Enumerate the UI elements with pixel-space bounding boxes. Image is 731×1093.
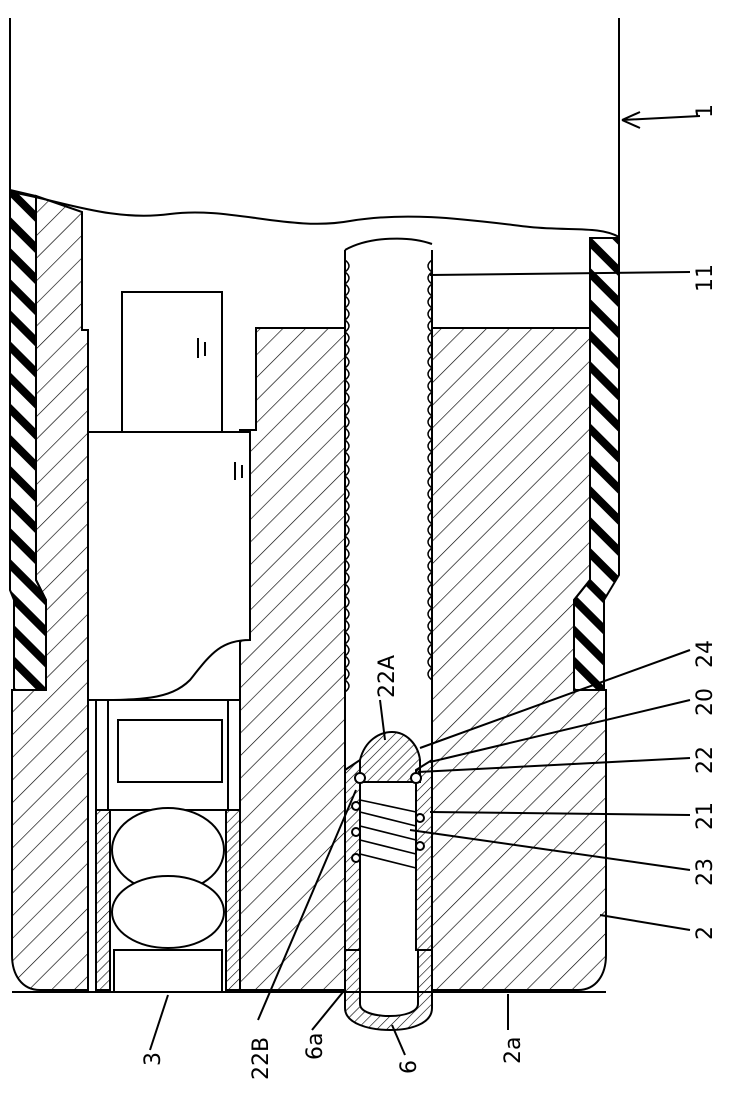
label-1: 1	[693, 104, 718, 118]
label-22: 22	[693, 746, 718, 774]
label-6a: 6a	[303, 1033, 328, 1060]
label-11: 11	[693, 264, 718, 292]
label-24: 24	[693, 640, 718, 668]
leader-11	[430, 272, 690, 275]
leader-2	[600, 915, 690, 930]
label-23: 23	[693, 858, 718, 886]
label-22B: 22B	[249, 1037, 274, 1080]
prism-block	[118, 720, 222, 782]
tube-break-line	[10, 192, 619, 237]
lens-middle	[112, 876, 224, 948]
label-2a: 2a	[501, 1037, 526, 1064]
valve-plug	[360, 732, 420, 782]
fiber-bundle	[122, 292, 222, 432]
label-6: 6	[397, 1060, 422, 1074]
leader-3	[150, 995, 168, 1050]
objective-barrel	[88, 432, 250, 700]
housing-center-block	[240, 328, 345, 990]
seal-ring-left	[355, 773, 365, 783]
spring	[360, 800, 416, 868]
label-2: 2	[693, 926, 718, 940]
lens-cell-left-wall	[96, 810, 110, 990]
label-21: 21	[693, 802, 718, 830]
leader-1	[622, 112, 700, 128]
label-20: 20	[693, 688, 718, 716]
cap	[345, 950, 432, 1030]
seal-ring-right	[411, 773, 421, 783]
channel-break	[345, 239, 432, 250]
leader-6a	[312, 992, 343, 1030]
label-3: 3	[141, 1052, 166, 1066]
lens-lower	[114, 950, 222, 992]
lens-cell-right-wall	[226, 810, 240, 990]
valve-seat-right	[416, 760, 432, 950]
label-22A: 22A	[375, 655, 400, 698]
